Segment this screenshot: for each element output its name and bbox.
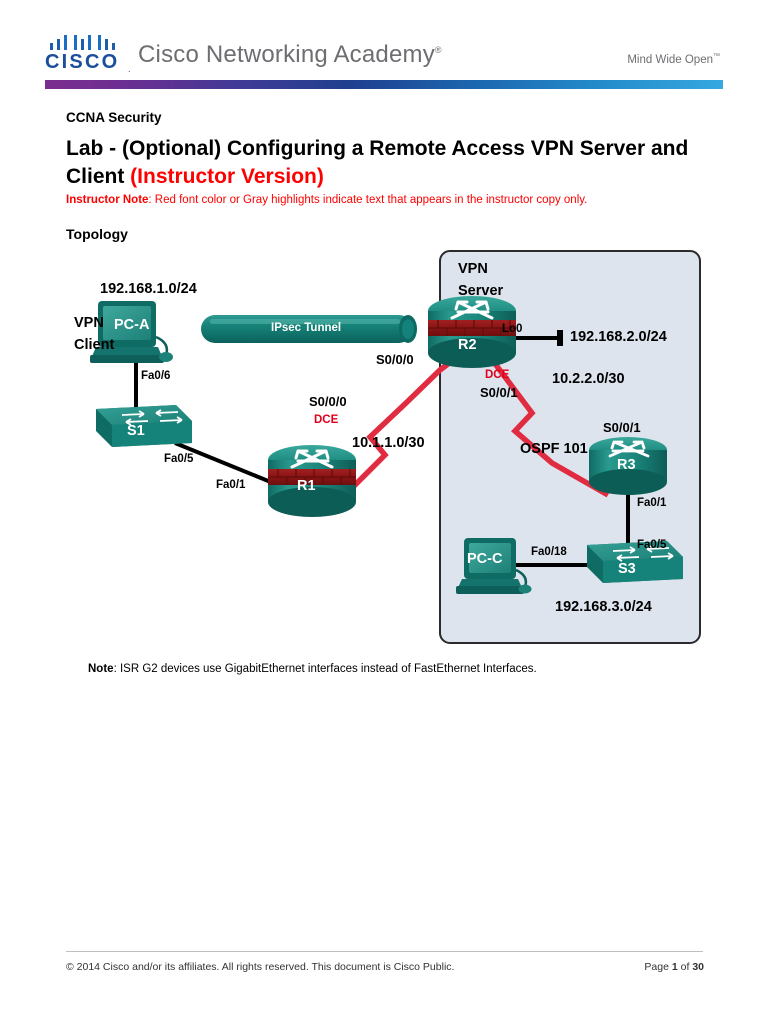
interface-label-s3-to-pcc: Fa0/18 (531, 546, 567, 558)
cisco-logo-bars-icon (50, 33, 130, 50)
device-pc-c-icon (456, 538, 532, 594)
vpn-server-label-line2: Server (458, 283, 504, 299)
page-title: Lab - (Optional) Configuring a Remote Ac… (66, 135, 706, 191)
dce-label-r1: DCE (314, 414, 339, 426)
topology-diagram: 192.168.1.0/24 VPN Client PC-A IPsec Tun… (60, 245, 720, 655)
device-label-s1: S1 (127, 423, 145, 439)
cisco-wordmark: CISCO (45, 51, 120, 73)
lab-title-main: Lab - (Optional) Configuring a Remote Ac… (66, 137, 689, 188)
device-label-r1: R1 (297, 478, 316, 494)
topology-note-label: Note (88, 663, 114, 675)
interface-label-s3-to-r3: Fa0/5 (637, 539, 667, 551)
device-r1-icon (268, 445, 356, 517)
page-prefix: Page (644, 961, 672, 973)
page-current: 1 (671, 961, 678, 973)
device-s1-icon (96, 405, 192, 447)
device-r3-icon (589, 437, 667, 495)
topology-note-text: : ISR G2 devices use GigabitEthernet int… (113, 663, 537, 675)
device-r2-icon (428, 296, 516, 368)
topology-note: Note: ISR G2 devices use GigabitEthernet… (88, 663, 537, 675)
interface-label-r3-to-s3: Fa0/1 (637, 497, 667, 509)
interface-label-s1-to-r1: Fa0/5 (164, 453, 194, 465)
topology-canvas (90, 250, 701, 644)
device-pc-a-icon (90, 301, 173, 363)
serial-link-r1-r2 (350, 348, 467, 490)
footer-divider (66, 951, 703, 952)
vpn-client-label-line1: VPN (74, 315, 104, 331)
interface-label-r3-serial: S0/0/1 (603, 420, 641, 435)
cisco-tagline: Mind Wide Open™ (627, 53, 720, 66)
serial-link-r2-r3 (487, 355, 610, 498)
footer-copyright: © 2014 Cisco and/or its affiliates. All … (66, 961, 455, 973)
instructor-note: Instructor Note: Red font color or Gray … (66, 194, 587, 206)
device-label-pc-a: PC-A (114, 317, 150, 333)
interface-label-pca-to-s1: Fa0/6 (141, 370, 171, 382)
interface-label-r2-serial-right: S0/0/1 (480, 385, 518, 400)
instructor-note-label: Instructor Note (66, 194, 149, 206)
footer-page-number: Page 1 of 30 (644, 961, 704, 973)
device-label-r3: R3 (617, 457, 636, 473)
routing-protocol-label: OSPF 101 (520, 441, 588, 457)
network-label-lan3: 192.168.3.0/24 (555, 599, 652, 615)
network-label-wan-r2-r3: 10.2.2.0/30 (552, 371, 625, 387)
academy-title: Cisco Networking Academy® (138, 41, 442, 69)
cisco-tagline-text: Mind Wide Open (627, 53, 713, 66)
cisco-wordmark-dot: . (128, 64, 131, 74)
network-label-lan1: 192.168.1.0/24 (100, 281, 197, 297)
interface-label-r2-serial-left: S0/0/0 (376, 352, 414, 367)
interface-label-r2-loopback: Lo0 (502, 323, 523, 335)
device-s3-icon (587, 541, 683, 583)
academy-registered-mark: ® (434, 45, 442, 55)
course-name: CCNA Security (66, 110, 162, 125)
vpn-client-label-line2: Client (74, 337, 115, 353)
device-label-r2: R2 (458, 337, 477, 353)
academy-title-text: Cisco Networking Academy (138, 41, 435, 68)
network-label-lan2: 192.168.2.0/24 (570, 329, 667, 345)
lab-title-instructor-version: (Instructor Version) (130, 164, 324, 188)
ipsec-tunnel-label: IPsec Tunnel (271, 322, 342, 334)
topology-heading: Topology (66, 226, 128, 242)
instructor-note-text: : Red font color or Gray highlights indi… (148, 194, 588, 206)
interface-label-r1-to-s1: Fa0/1 (216, 479, 246, 491)
vpn-server-label-line1: VPN (458, 261, 488, 277)
page-header: CISCO . Cisco Networking Academy® Mind W… (0, 0, 768, 95)
dce-label-r2: DCE (485, 369, 510, 381)
device-label-pc-c: PC-C (467, 551, 503, 567)
ipsec-tunnel-graphic (201, 315, 417, 343)
page-total: 30 (692, 961, 704, 973)
page-mid: of (677, 961, 693, 973)
cisco-tagline-tm: ™ (713, 53, 720, 60)
device-label-s3: S3 (618, 561, 636, 577)
interface-label-r1-serial: S0/0/0 (309, 394, 347, 409)
header-gradient-rule (45, 80, 723, 89)
network-label-wan-r1-r2: 10.1.1.0/30 (352, 435, 425, 451)
link-s1-r1 (174, 441, 279, 487)
cisco-logo: CISCO . (45, 33, 137, 74)
